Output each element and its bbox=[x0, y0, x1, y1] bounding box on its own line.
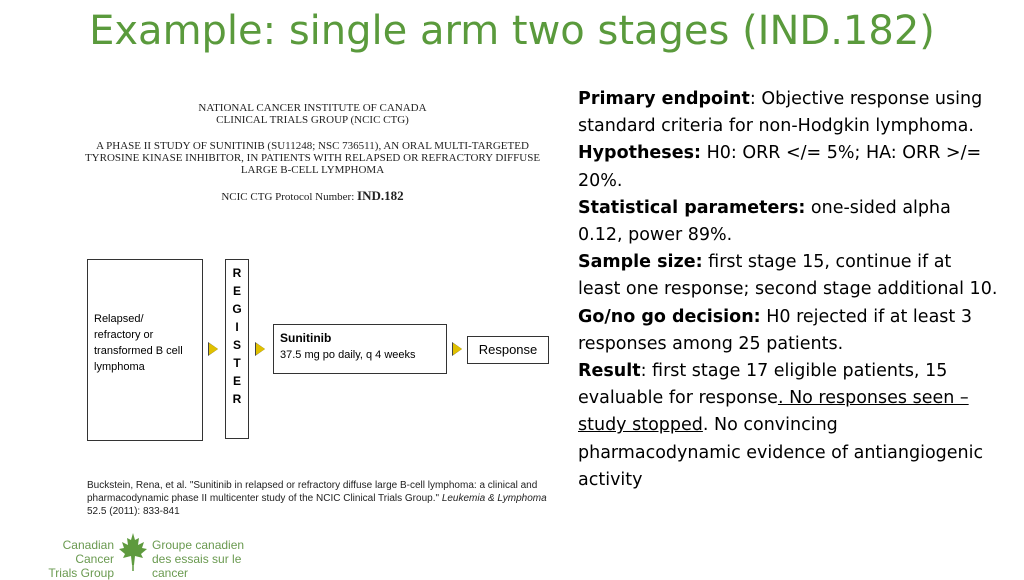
protocol-org-line1: NATIONAL CANCER INSTITUTE OF CANADA bbox=[198, 102, 427, 114]
decision-text: H0 rejected if at least 3 responses amon… bbox=[578, 306, 972, 354]
primary-endpoint-text: : Objective response using standard crit… bbox=[578, 89, 983, 137]
arrow-right-icon bbox=[255, 342, 265, 356]
sample-size-label: Sample size: bbox=[578, 252, 703, 273]
population-line-2: refractory or bbox=[94, 329, 154, 341]
logo-english-line2: Trials Group bbox=[48, 566, 114, 580]
logo-french-line1: Groupe canadien bbox=[152, 538, 245, 552]
protocol-org-line2: CLINICAL TRIALS GROUP (NCIC CTG) bbox=[216, 114, 409, 126]
result: Result: first stage 17 eligible patients… bbox=[578, 358, 998, 494]
go-no-go-decision: Go/no go decision: H0 rejected if at lea… bbox=[578, 304, 998, 358]
arrow-right-icon bbox=[452, 342, 462, 356]
protocol-header: NATIONAL CANCER INSTITUTE OF CANADA CLIN… bbox=[60, 102, 565, 217]
protocol-number: IND.182 bbox=[357, 188, 404, 203]
decision-label: Go/no go decision: bbox=[578, 306, 761, 327]
maple-leaf-icon bbox=[119, 533, 147, 571]
sample-size-text: first stage 15, continue if at least one… bbox=[578, 252, 998, 300]
hypotheses-text: H0: ORR </= 5%; HA: ORR >/= 20%. bbox=[578, 143, 982, 191]
protocol-study-line3: LARGE B-CELL LYMPHOMA bbox=[240, 164, 385, 176]
register-letter: E bbox=[232, 374, 241, 388]
stats-label: Statistical parameters: bbox=[578, 197, 806, 218]
citation: Buckstein, Rena, et al. "Sunitinib in re… bbox=[87, 479, 557, 518]
sample-size: Sample size: first stage 15, continue if… bbox=[578, 249, 998, 303]
response-box: Response bbox=[467, 336, 549, 364]
protocol-study-line2: TYROSINE KINASE INHIBITOR, IN PATIENTS W… bbox=[84, 152, 541, 164]
protocol-study-line1: A PHASE II STUDY OF SUNITINIB (SU11248; … bbox=[96, 140, 529, 152]
logo-english-line1: Canadian Cancer bbox=[62, 538, 114, 566]
result-text-end: . No convincing pharmacodynamic evidence… bbox=[578, 415, 984, 490]
result-underlined-text: . No responses seen – study stopped bbox=[578, 388, 969, 436]
register-letters: R E G I S T E R bbox=[226, 264, 248, 408]
hypotheses-label: Hypotheses: bbox=[578, 143, 701, 164]
register-letter: E bbox=[232, 284, 241, 298]
treatment-box: Sunitinib 37.5 mg po daily, q 4 weeks bbox=[273, 324, 447, 374]
protocol-number-label: NCIC CTG Protocol Number: bbox=[221, 191, 358, 203]
cctg-logo: Canadian Cancer Trials Group Groupe cana… bbox=[26, 532, 271, 580]
primary-endpoint-label: Primary endpoint bbox=[578, 89, 750, 109]
stats-text: one-sided alpha 0.12, power 89%. bbox=[578, 197, 951, 246]
logo-french: Groupe canadien des essais sur le cancer bbox=[152, 538, 271, 580]
drug-dose: 37.5 mg po daily, q 4 weeks bbox=[280, 349, 416, 361]
result-label: Result bbox=[578, 361, 641, 382]
population-line-3: transformed B cell bbox=[94, 345, 183, 357]
population-box: Relapsed/ refractory or transformed B ce… bbox=[87, 259, 203, 441]
logo-english: Canadian Cancer Trials Group bbox=[26, 538, 114, 580]
population-line-4: lymphoma bbox=[94, 361, 145, 373]
register-letter: T bbox=[233, 356, 241, 370]
statistical-parameters: Statistical parameters: one-sided alpha … bbox=[578, 195, 998, 249]
population-text: Relapsed/ refractory or transformed B ce… bbox=[94, 311, 183, 375]
register-box: R E G I S T E R bbox=[225, 259, 249, 439]
register-letter: R bbox=[232, 392, 242, 406]
citation-volume: 52.5 (2011): 833-841 bbox=[87, 506, 180, 517]
result-text: : first stage 17 eligible patients, 15 e… bbox=[578, 361, 948, 409]
study-details: Primary endpoint: Objective response usi… bbox=[578, 86, 998, 494]
register-letter: I bbox=[235, 320, 239, 334]
slide-title: Example: single arm two stages (IND.182) bbox=[89, 8, 935, 54]
register-letter: R bbox=[232, 266, 242, 280]
register-letter: G bbox=[232, 302, 242, 316]
register-letter: S bbox=[232, 338, 241, 352]
citation-text: Buckstein, Rena, et al. "Sunitinib in re… bbox=[87, 480, 538, 504]
population-line-1: Relapsed/ bbox=[94, 313, 144, 325]
arrow-right-icon bbox=[208, 342, 218, 356]
drug-name: Sunitinib bbox=[280, 331, 332, 345]
hypotheses: Hypotheses: H0: ORR </= 5%; HA: ORR >/= … bbox=[578, 140, 998, 194]
primary-endpoint: Primary endpoint: Objective response usi… bbox=[578, 86, 998, 140]
response-label: Response bbox=[478, 342, 538, 357]
citation-journal: Leukemia & Lymphoma bbox=[441, 493, 547, 504]
